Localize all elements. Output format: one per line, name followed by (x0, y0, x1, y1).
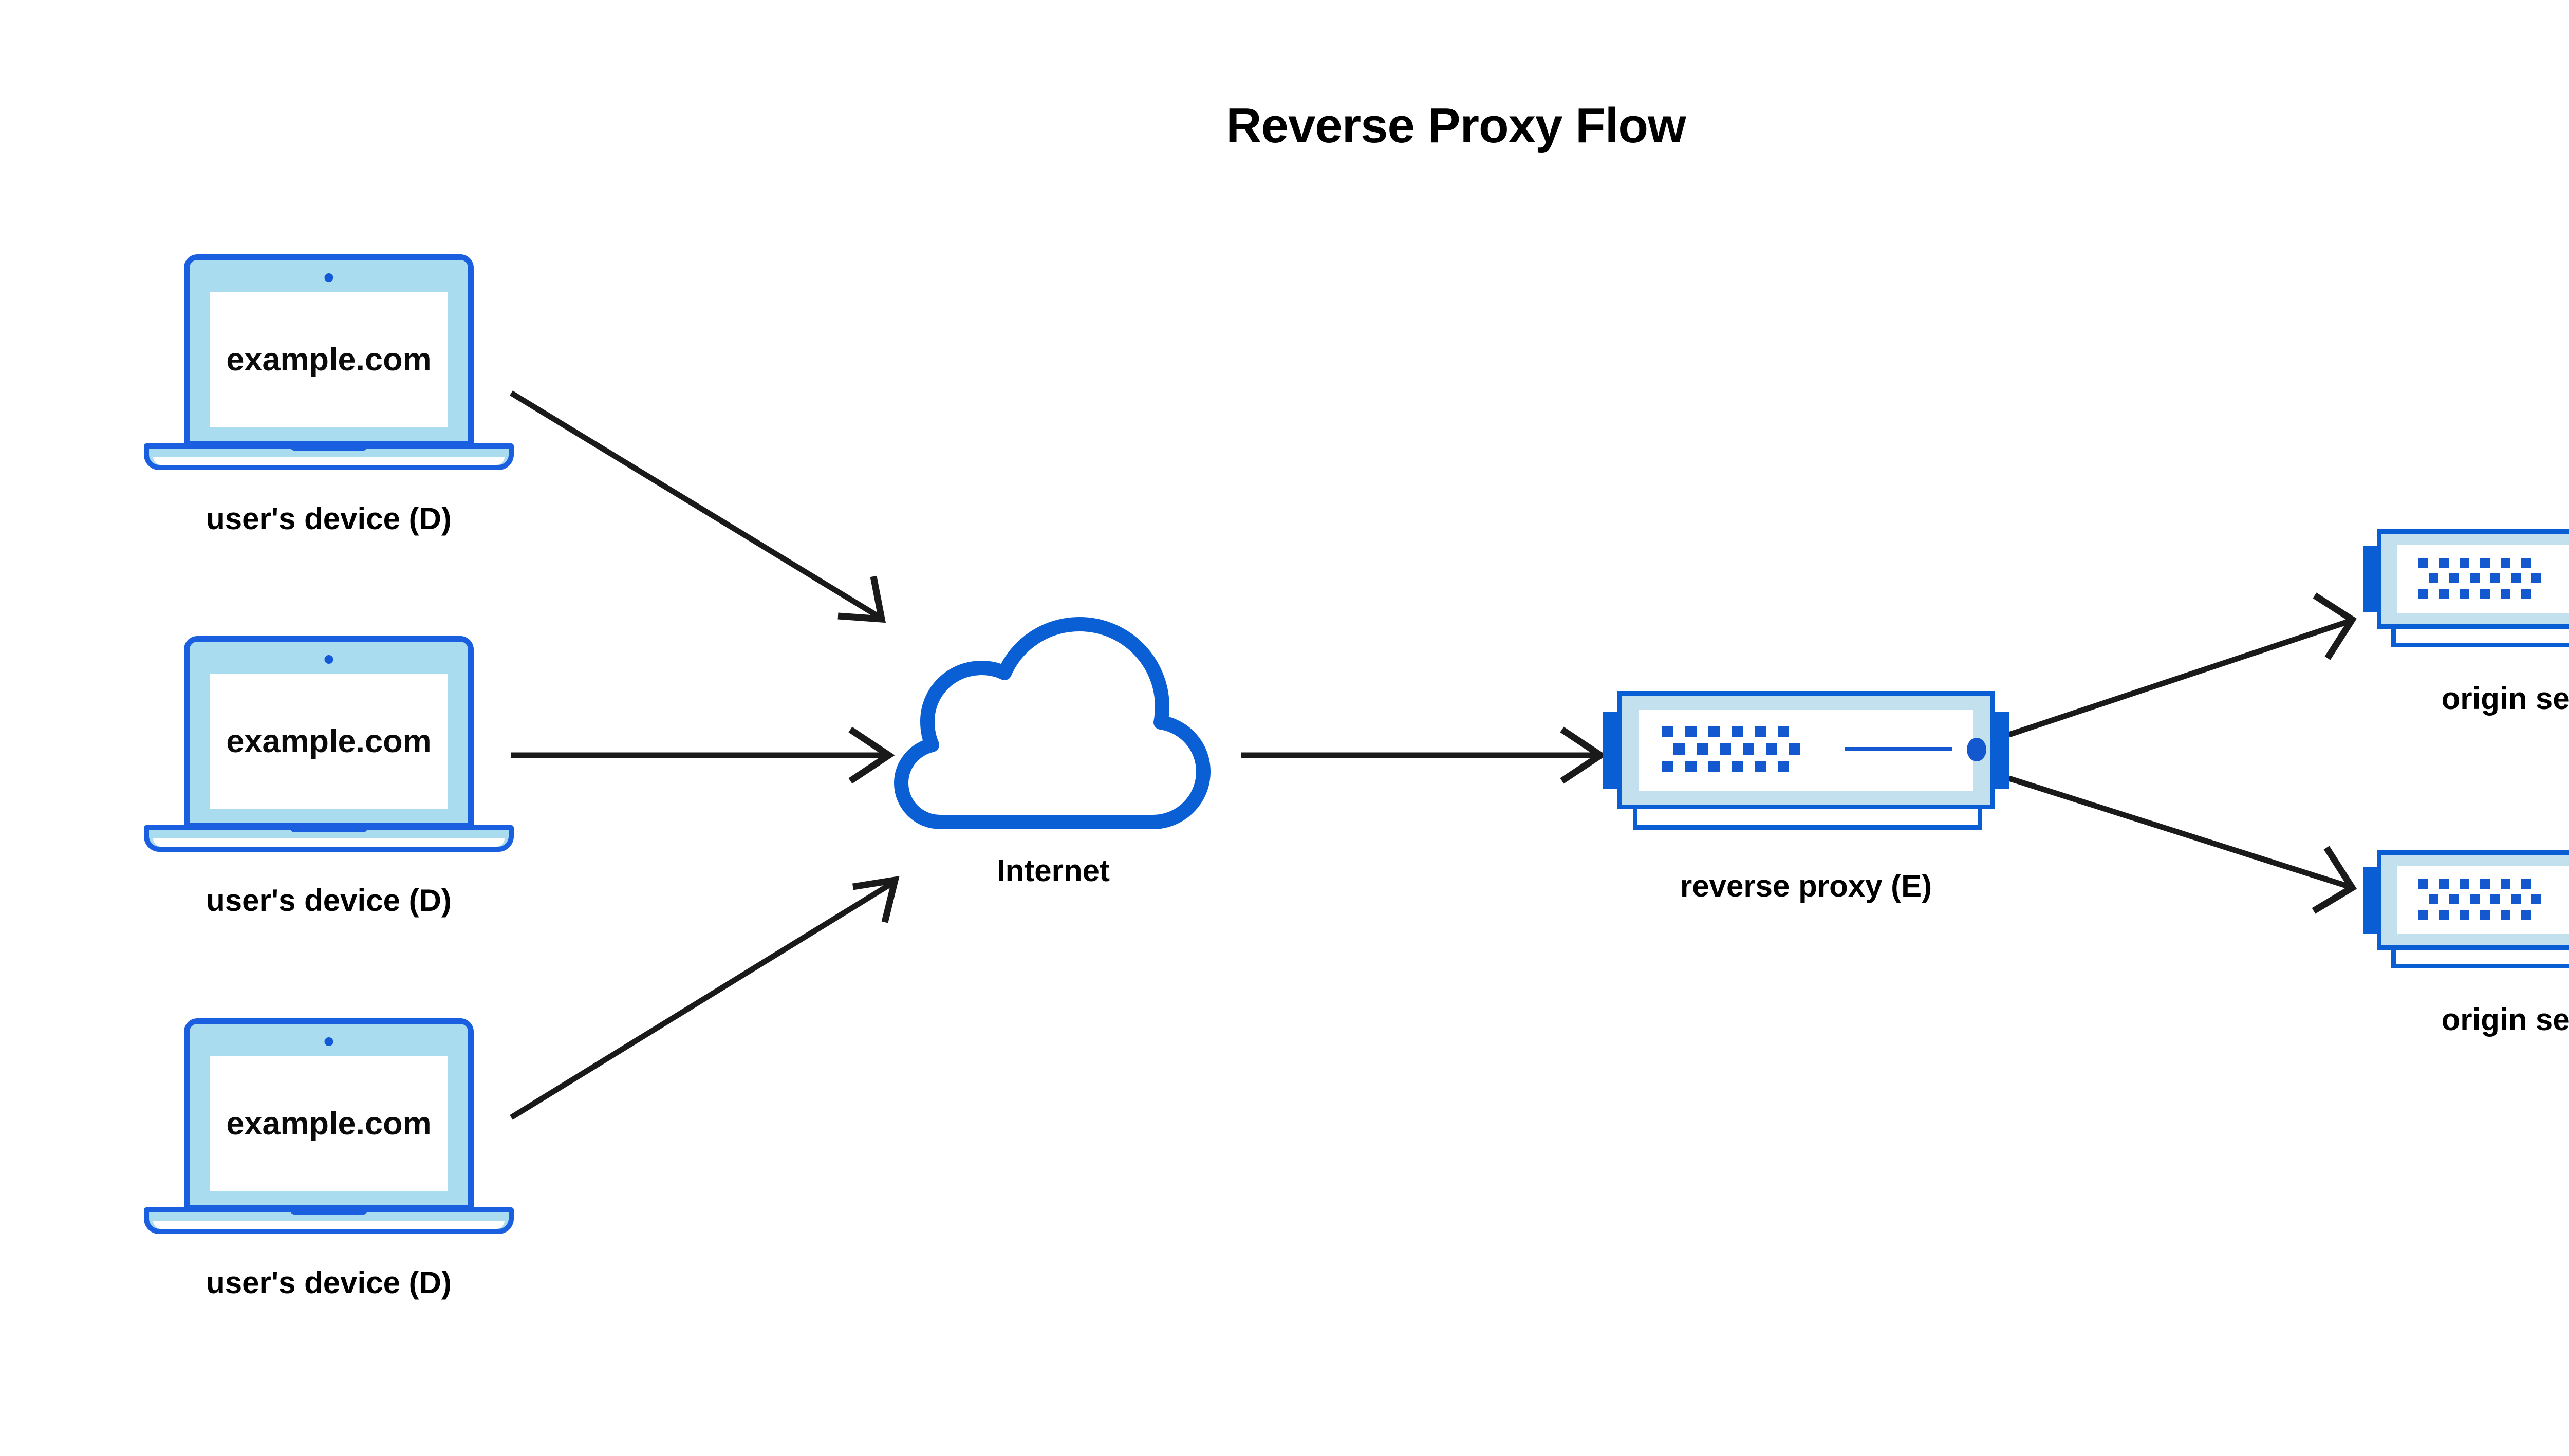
connector-client3-to-internet (510, 876, 900, 1120)
connector-proxy-to-origin2 (2008, 775, 2357, 914)
laptop-lid: example.com (184, 254, 474, 446)
laptop-lid: example.com (184, 636, 474, 828)
user-device-2-label: user's device (D) (206, 883, 452, 918)
laptop-hinge-notch (290, 824, 367, 832)
camera-icon (324, 1037, 333, 1046)
browser-url-text: example.com (226, 723, 432, 759)
origin-server-2-label: origin server (F) (2441, 1002, 2569, 1037)
page-title: Reverse Proxy Flow (1226, 98, 1686, 153)
server-chassis (2377, 850, 2569, 950)
connector-client2-to-internet (511, 726, 895, 784)
server-front-panel (1639, 710, 1986, 791)
server-power-indicator (1967, 738, 1986, 761)
connector-client1-to-internet (510, 390, 886, 623)
user-device-1[interactable]: example.com (144, 254, 514, 480)
user-device-3-label: user's device (D) (206, 1265, 452, 1300)
laptop-base-shadow (153, 1221, 505, 1229)
server-stand (2391, 629, 2569, 647)
reverse-proxy-server[interactable] (1603, 691, 2009, 830)
laptop-screen: example.com (210, 1056, 448, 1191)
server-status-line (1845, 747, 1952, 751)
origin-server-1[interactable] (2363, 529, 2569, 647)
user-device-1-label: user's device (D) (206, 501, 452, 536)
cloud-icon (894, 617, 1211, 829)
laptop-screen: example.com (210, 292, 448, 427)
laptop-lid: example.com (184, 1018, 474, 1210)
internet-label: Internet (996, 853, 1110, 888)
reverse-proxy-label: reverse proxy (E) (1680, 869, 1932, 903)
origin-server-2[interactable] (2363, 850, 2569, 968)
laptop-base (144, 1207, 514, 1234)
server-chassis (2377, 529, 2569, 629)
laptop-base-shadow (153, 838, 505, 847)
user-device-3[interactable]: example.com (144, 1018, 514, 1244)
server-stand (2391, 950, 2569, 968)
server-front-panel (2397, 545, 2569, 613)
user-device-2[interactable]: example.com (144, 636, 514, 862)
camera-icon (324, 655, 333, 664)
connector-proxy-to-origin1 (2008, 592, 2357, 738)
connector-internet-to-proxy (1241, 726, 1607, 784)
server-chassis (1617, 691, 1995, 809)
origin-server-1-label: origin server (F) (2441, 681, 2569, 716)
laptop-hinge-notch (290, 1206, 367, 1215)
laptop-base-shadow (153, 457, 505, 465)
browser-url-text: example.com (226, 1106, 432, 1142)
browser-url-text: example.com (226, 342, 432, 378)
server-front-panel (2397, 866, 2569, 934)
laptop-hinge-notch (290, 442, 367, 451)
camera-icon (324, 273, 333, 282)
laptop-screen: example.com (210, 674, 448, 809)
server-stand (1633, 809, 1982, 830)
